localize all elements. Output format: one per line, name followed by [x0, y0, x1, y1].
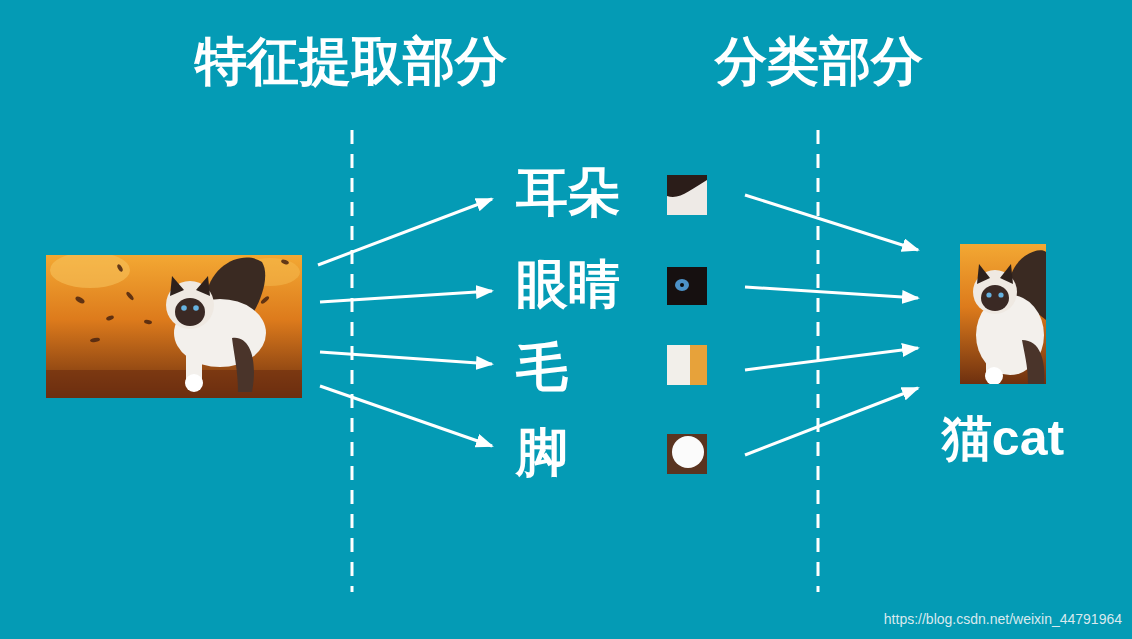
cat-photo: [46, 255, 302, 398]
feature-label: 眼睛: [516, 255, 712, 319]
feature-label: 毛: [516, 338, 712, 402]
feature-label: 脚: [516, 423, 712, 487]
divider-line: [351, 130, 354, 592]
extraction-arrows: [318, 199, 492, 446]
class-result-text: 猫cat: [942, 410, 1064, 468]
watermark: https://blog.csdn.net/weixin_44791964: [884, 611, 1122, 627]
feature-label-text: 耳朵: [516, 163, 620, 223]
section-heading: 分类部分: [715, 32, 923, 92]
paw-patch: [667, 434, 707, 474]
feature-label-text: 眼睛: [516, 255, 620, 315]
feature-label-text: 脚: [516, 423, 568, 483]
class-result: 猫cat: [928, 238, 1078, 472]
eye-patch: [667, 267, 707, 305]
feature-label-text: 毛: [516, 338, 568, 398]
section-heading: 特征提取部分: [195, 32, 507, 92]
fur-patch: [667, 345, 707, 385]
connector-arrow: [745, 195, 918, 250]
feature-label: 耳朵: [516, 163, 712, 227]
connector-arrow: [745, 388, 918, 455]
connector-arrow: [745, 348, 918, 370]
ear-patch: [667, 175, 707, 215]
cat-photo-crop: [960, 244, 1046, 384]
connector-arrow: [745, 287, 918, 298]
